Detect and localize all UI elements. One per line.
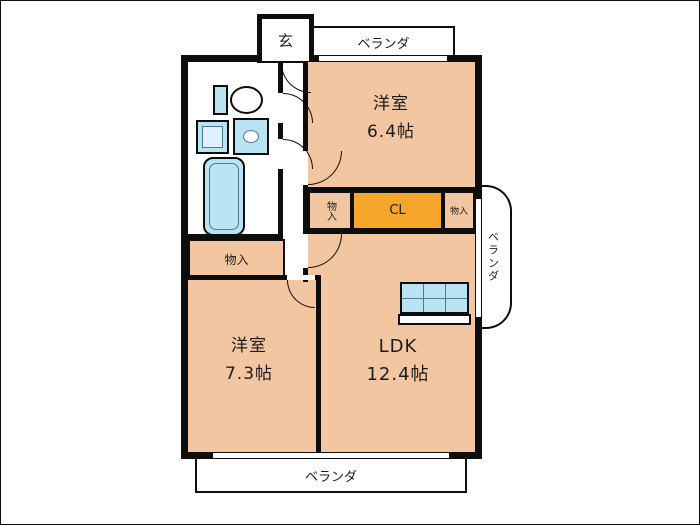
wall-above-ldk [303,230,475,234]
toilet-tank [213,85,228,115]
genkan-label: 玄 [277,31,293,50]
closet-cl: CL [352,191,443,230]
kitchen-sink-divider-h [402,298,467,299]
room-western-bottom-name: 洋室 [231,336,267,356]
storage-left: 物入 [188,239,285,280]
veranda-right-label: ベランダ [486,231,500,283]
window-top [319,55,447,62]
wall-bath-bottom [188,234,283,239]
storage-hall-label: 物入 [324,200,336,221]
washbasin-inner [202,126,223,148]
room-ldk-name: LDK [378,336,418,357]
room-western-top-name: 洋室 [373,94,409,114]
room-ldk [308,234,475,452]
door-gap-washroom [278,139,283,169]
genkan: 玄 [257,14,314,63]
room-ldk-size: 12.4帖 [366,364,430,385]
vanity-sink [233,118,269,155]
closet-cl-label: CL [389,203,406,218]
washbasin [196,120,229,154]
kitchen-counter-base [398,314,471,325]
storage-upper-right-label: 物入 [449,207,468,217]
door-gap-room-bottom [287,275,315,280]
window-right [475,199,482,317]
room-western-top-size: 6.4帖 [366,122,416,142]
wall-room-bottom-top [188,275,321,280]
kitchen-sink [400,282,469,314]
room-western-bottom-label: 洋室 7.3帖 [184,331,314,384]
storage-left-label: 物入 [224,253,249,267]
room-western-bottom-size: 7.3帖 [224,364,274,384]
toilet-bowl [230,86,263,114]
room-western-bottom [188,280,321,452]
door-gap-ldk [303,234,308,268]
wall-under-room-top [303,187,475,191]
storage-upper-right: 物入 [443,191,475,230]
bathtub [203,157,245,236]
room-ldk-label: LDK 12.4帖 [331,336,465,386]
storage-hall: 物入 [308,191,352,230]
bathtub-inner [209,163,239,230]
veranda-bottom-label: ベランダ [304,469,357,485]
veranda-bottom: ベランダ [195,457,467,493]
door-gap-toilet [278,93,283,123]
veranda-top-label: ベランダ [357,37,410,52]
window-bottom [213,452,449,459]
vanity-sink-bowl [243,130,259,143]
room-western-top-label: 洋室 6.4帖 [326,89,456,142]
veranda-top: ベランダ [312,26,455,59]
wall-room-ldk-divider [316,275,321,452]
